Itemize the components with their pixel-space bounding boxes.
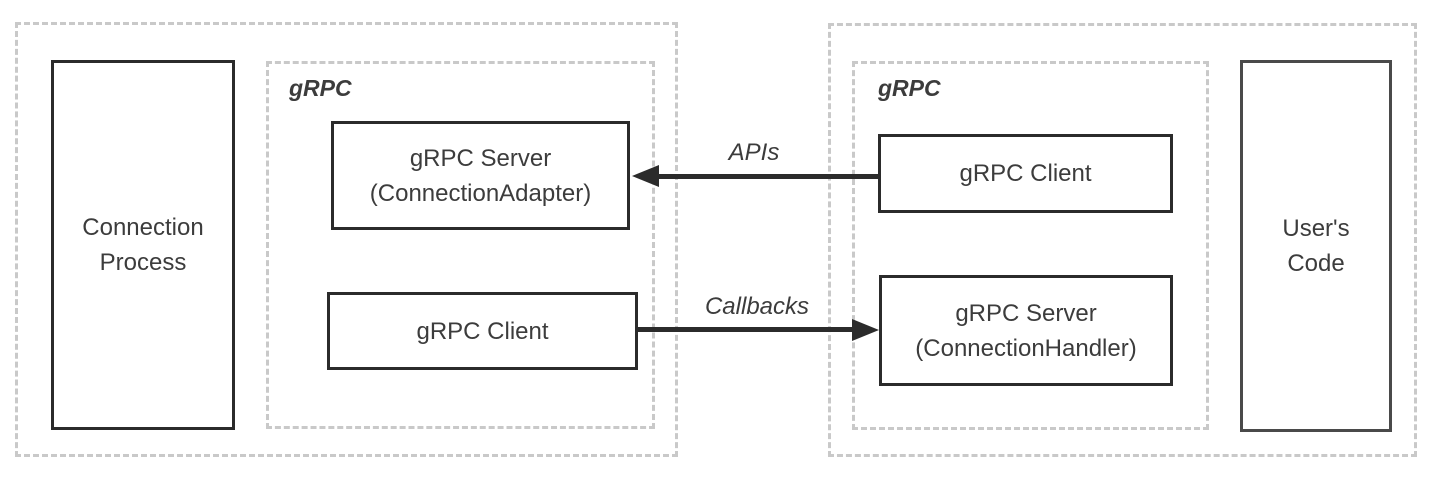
- users-code-label-line1: User's: [1282, 215, 1350, 242]
- apis-arrow-label: APIs: [728, 139, 780, 166]
- right-grpc-server-label-line1: gRPC Server: [955, 299, 1097, 327]
- left-grpc-server-box: gRPC Server (ConnectionAdapter): [331, 121, 630, 230]
- left-grpc-client-label: gRPC Client: [416, 317, 549, 345]
- left-grpc-server-label-line2: (ConnectionAdapter): [369, 179, 592, 207]
- apis-arrow-line: [657, 174, 878, 179]
- right-grpc-group-label: gRPC: [878, 75, 941, 101]
- left-grpc-group-label: gRPC: [289, 75, 352, 101]
- right-grpc-server-box: gRPC Server (ConnectionHandler): [879, 275, 1173, 386]
- callbacks-arrow-label: Callbacks: [704, 293, 810, 320]
- apis-arrowhead-left-icon: [632, 165, 659, 187]
- users-code-box: User's Code: [1240, 60, 1392, 432]
- callbacks-arrow-line: [638, 327, 854, 332]
- users-code-group-container: [828, 23, 1417, 457]
- left-grpc-group-container: [266, 61, 655, 429]
- connection-process-label-line2: Process: [99, 249, 187, 276]
- left-grpc-server-label-line1: gRPC Server: [409, 144, 552, 172]
- connection-process-group-container: [15, 22, 678, 457]
- right-grpc-server-label-line2: (ConnectionHandler): [915, 334, 1137, 362]
- connection-process-label-line1: Connection: [82, 214, 204, 241]
- users-code-label-line2: Code: [1287, 250, 1345, 277]
- callbacks-arrowhead-right-icon: [852, 319, 879, 341]
- right-grpc-group-container: [852, 61, 1209, 430]
- connection-process-box: Connection Process: [51, 60, 235, 430]
- left-grpc-client-box: gRPC Client: [327, 292, 638, 370]
- right-grpc-client-label: gRPC Client: [959, 160, 1092, 187]
- right-grpc-client-box: gRPC Client: [878, 134, 1173, 213]
